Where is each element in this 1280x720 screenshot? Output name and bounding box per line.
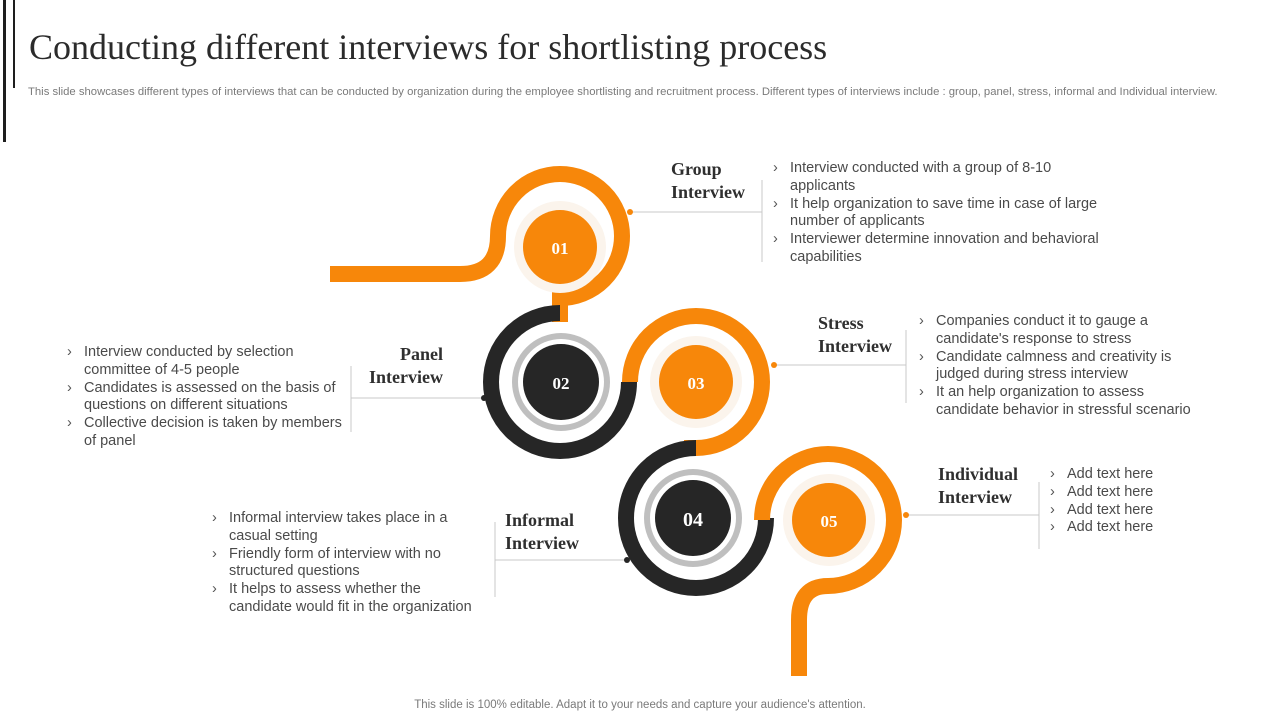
list-item: Interviewer determine innovation and beh… [771, 231, 1111, 267]
page-title: Conducting different interviews for shor… [29, 27, 828, 67]
list-item: Candidate calmness and creativity is jud… [917, 349, 1202, 385]
leader-line-02 [350, 366, 483, 432]
points-informal-interview: Informal interview takes place in a casu… [210, 510, 485, 617]
footer-note: This slide is 100% editable. Adapt it to… [414, 699, 866, 711]
heading-line: Interview [505, 533, 579, 553]
list-item: Candidates is assessed on the basis of q… [65, 380, 343, 416]
points-panel-interview: Interview conducted by selection committ… [65, 344, 343, 451]
node-number-01: 01 [552, 239, 569, 258]
ring-arc-02 [483, 305, 561, 459]
list-item: Add text here [1048, 502, 1228, 520]
list-item: Interview conducted with a group of 8-10… [771, 160, 1111, 196]
node-number-02: 02 [553, 374, 570, 393]
points-stress-interview: Companies conduct it to gauge a candidat… [917, 313, 1202, 420]
page-subtitle: This slide showcases different types of … [28, 86, 1218, 98]
list-item: Interview conducted by selection committ… [65, 344, 343, 380]
leader-dot-03 [771, 362, 777, 368]
leader-dot-02 [481, 395, 487, 401]
points-group-interview: Interview conducted with a group of 8-10… [771, 160, 1111, 267]
leader-line-04 [494, 522, 627, 597]
node-05 [792, 483, 866, 557]
heading-line: Stress [818, 313, 864, 333]
list-item: Add text here [1048, 466, 1228, 484]
accent-bar [3, 0, 6, 142]
ring-arc-04 [618, 440, 774, 596]
leader-dot-04 [624, 557, 630, 563]
heading-line: Interview [818, 336, 892, 356]
node-02 [523, 344, 599, 420]
list-item: Collective decision is taken by members … [65, 415, 343, 451]
heading-line: Group [671, 159, 722, 179]
heading-line: Interview [671, 182, 745, 202]
leader-line-05 [906, 482, 1040, 549]
list-item: It an help organization to assess candid… [917, 384, 1202, 420]
heading-line: Informal [505, 510, 574, 530]
node-01 [523, 210, 597, 284]
ring-arc-03 [622, 308, 770, 456]
list-item: Informal interview takes place in a casu… [210, 510, 485, 546]
leader-line-03 [774, 330, 907, 403]
heading-panel-interview: Panel Interview [363, 343, 443, 389]
node-03 [659, 345, 733, 419]
points-individual-interview: Add text here Add text here Add text her… [1048, 466, 1228, 537]
leader-dot-01 [627, 209, 633, 215]
list-item: It help organization to save time in cas… [771, 196, 1111, 232]
heading-line: Panel [400, 344, 443, 364]
node-number-04: 04 [683, 509, 703, 531]
accent-bar-thin [13, 0, 15, 88]
connector-path-01 [330, 166, 630, 322]
node-04 [655, 480, 731, 556]
list-item: It helps to assess whether the candidate… [210, 581, 485, 617]
heading-informal-interview: Informal Interview [505, 509, 579, 555]
heading-line: Interview [938, 487, 1012, 507]
ring-arc-02b [559, 381, 637, 459]
leader-line-01 [630, 180, 763, 262]
heading-group-interview: Group Interview [671, 158, 745, 204]
heading-line: Individual [938, 464, 1019, 484]
leader-dot-05 [903, 512, 909, 518]
node-number-03: 03 [688, 374, 705, 393]
list-item: Add text here [1048, 519, 1228, 537]
node-number-05: 05 [821, 512, 838, 531]
list-item: Friendly form of interview with no struc… [210, 546, 485, 582]
heading-stress-interview: Stress Interview [818, 312, 892, 358]
ring-arc-05 [754, 446, 902, 676]
heading-line: Interview [369, 367, 443, 387]
list-item: Add text here [1048, 484, 1228, 502]
list-item: Companies conduct it to gauge a candidat… [917, 313, 1202, 349]
heading-individual-interview: Individual Interview [938, 463, 1018, 509]
